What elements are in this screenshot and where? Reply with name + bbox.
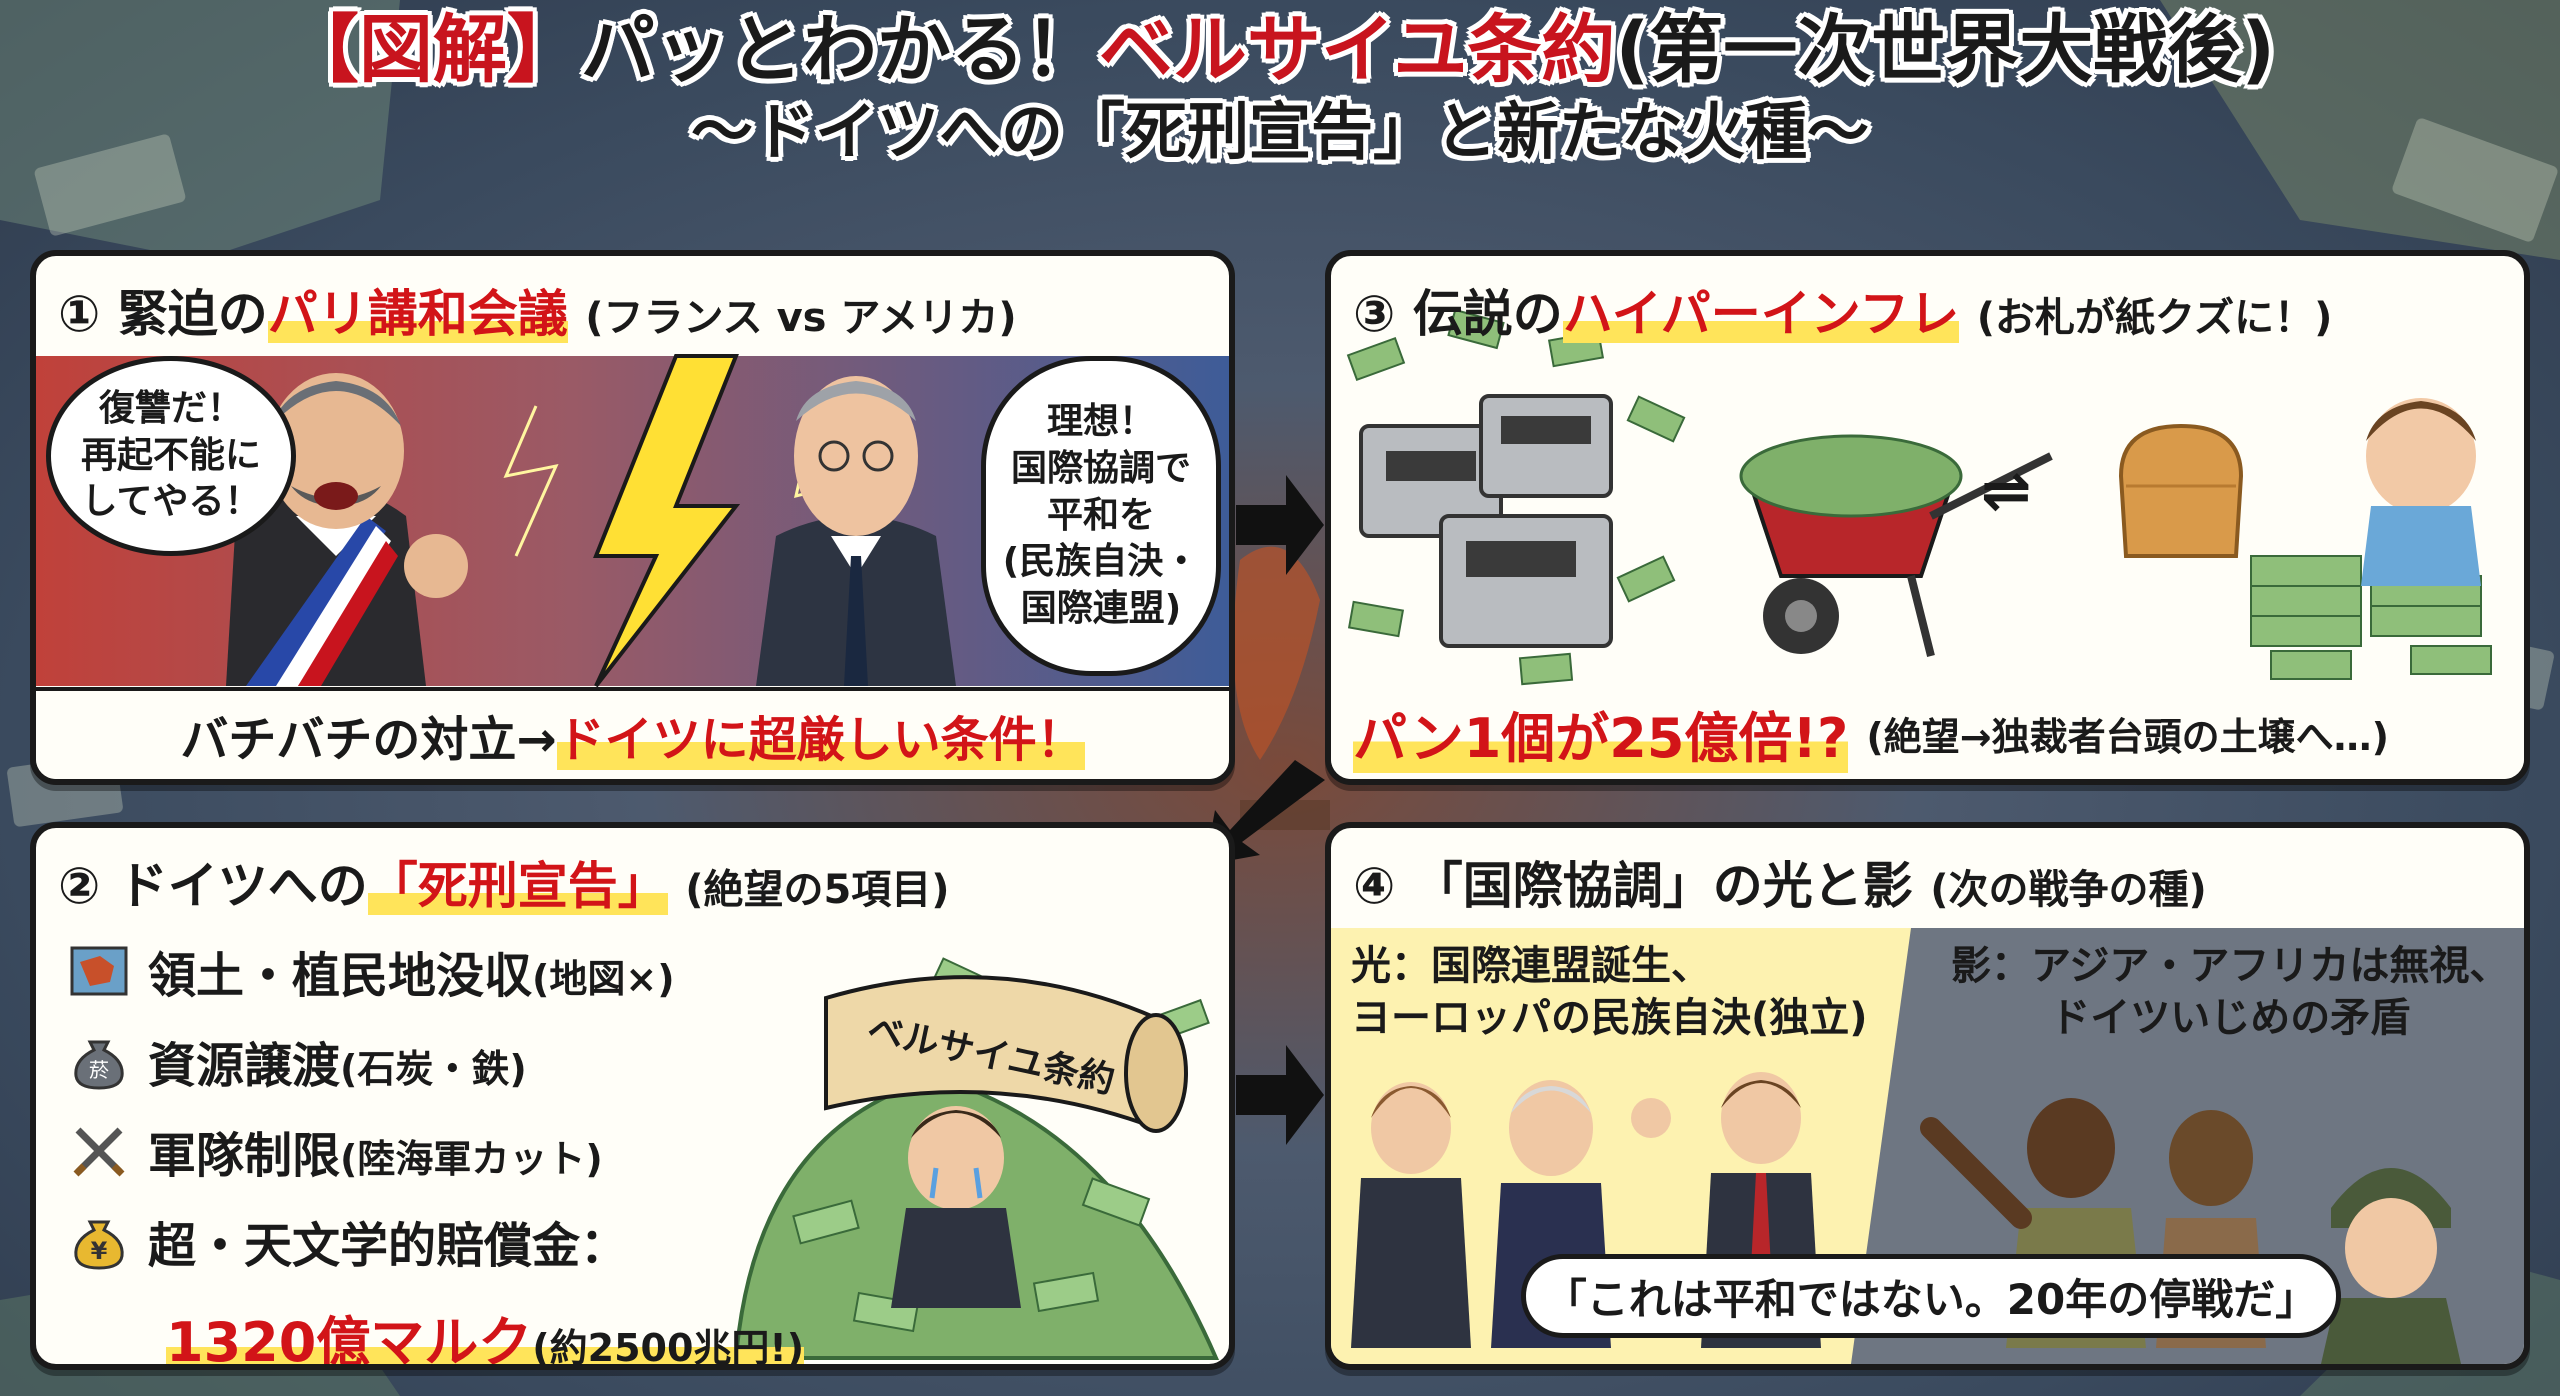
shadow-caption: 影：アジア・アフリカは無視、 ドイツいじめの矛盾 <box>1951 943 2510 1041</box>
panel4-num: ④ <box>1353 857 1396 915</box>
panel4-title-text: 「国際協調」の光と影 <box>1412 857 1913 915</box>
panel3-banner-highlight: パン1個が25億倍!? <box>1353 693 1849 773</box>
panel2-title: ② ドイツへの「死刑宣告」 (絶望の5項目) <box>58 846 950 918</box>
item-territory-label: 領土・植民地没収 <box>148 948 533 1004</box>
panel1-title: ① 緊迫のパリ講和会議 (フランス vs アメリカ) <box>58 274 1017 346</box>
panel1-highlight: パリ講和会議 <box>267 285 568 343</box>
item-military-note: (陸海軍カット) <box>340 1137 603 1181</box>
money-bag-icon: 菸 <box>68 1030 130 1092</box>
header: 【図解】パッとわかる！ベルサイユ条約(第一次世界大戦後) 〜ドイツへの「死刑宣告… <box>0 7 2560 169</box>
title-suffix: (第一次世界大戦後) <box>1615 7 2276 93</box>
speech-bubble-france: 復讐だ！ 再起不能に してやる！ <box>46 356 296 556</box>
panel4-title: ④ 「国際協調」の光と影 (次の戦争の種) <box>1353 846 2207 918</box>
list-item-military: 軍隊制限(陸海軍カット) <box>68 1116 603 1186</box>
panel1-banner: バチバチの対立→ドイツに超厳しい条件！ <box>36 687 1229 779</box>
panel2-pre: ドイツへの <box>117 857 368 915</box>
quote-bubble: 「これは平和ではない。20年の停戦だ」 <box>1521 1254 2341 1338</box>
title-main: パッとわかる！ <box>580 7 1099 93</box>
list-item-territory: 領土・植民地没収(地図×) <box>68 936 675 1006</box>
reparation-amount: 1320億マルク(約2500兆円!) <box>166 1298 805 1370</box>
panel4-note: (次の戦争の種) <box>1930 867 2207 913</box>
item-military-label: 軍隊制限 <box>148 1128 341 1184</box>
panel-light-and-shadow: ④ 「国際協調」の光と影 (次の戦争の種) 光：国際連盟誕生、 ヨーロッパの民族… <box>1325 822 2530 1370</box>
money-bag-label: 菸 <box>89 1058 109 1082</box>
title-prefix: 【図解】 <box>284 7 581 93</box>
panel-death-sentence: ② ドイツへの「死刑宣告」 (絶望の5項目) 領土・植民地没収(地図×) 菸 資… <box>30 822 1235 1370</box>
page-subtitle: 〜ドイツへの「死刑宣告」と新たな火種〜 <box>690 95 1869 169</box>
panel2-note: (絶望の5項目) <box>685 867 950 913</box>
arrow-right-icon <box>1236 475 1324 575</box>
item-reparations-label: 超・天文学的賠償金： <box>148 1218 629 1274</box>
yen-bag-label: ¥ <box>91 1237 108 1265</box>
panel3-highlight: ハイパーインフレ <box>1562 285 1960 343</box>
panel-hyperinflation: ③ 伝説のハイパーインフレ (お札が紙クズに！) ⇌ パン1個が25億倍!? (… <box>1325 250 2530 785</box>
panel3-banner: パン1個が25億倍!? (絶望→独裁者台頭の土壌へ…) <box>1331 687 2524 779</box>
panel3-num: ③ <box>1353 285 1396 343</box>
item-territory-note: (地図×) <box>532 957 675 1001</box>
exchange-icon: ⇌ <box>1981 456 2032 526</box>
title-highlight: ベルサイユ条約 <box>1098 7 1616 93</box>
panel2-highlight: 「死刑宣告」 <box>367 857 668 915</box>
panel3-pre: 伝説の <box>1412 285 1563 343</box>
panel3-title: ③ 伝説のハイパーインフレ (お札が紙クズに！) <box>1353 274 2332 346</box>
panel1-pre: 緊迫の <box>117 285 268 343</box>
panel3-banner-note: (絶望→独裁者台頭の土壌へ…) <box>1866 714 2389 759</box>
list-item-reparations: ¥ 超・天文学的賠償金： <box>68 1206 628 1276</box>
panel2-num: ② <box>58 857 101 915</box>
panel1-num: ① <box>58 285 101 343</box>
panel1-note: (フランス vs アメリカ) <box>585 295 1017 341</box>
panel-paris-peace-conference: ① 緊迫のパリ講和会議 (フランス vs アメリカ) 復讐だ！ 再起不能に して… <box>30 250 1235 785</box>
map-icon <box>68 940 130 1002</box>
panel2-illustration <box>733 957 1220 1360</box>
panel1-banner-highlight: ドイツに超厳しい条件！ <box>556 700 1085 770</box>
panel3-illustration <box>1346 308 2492 686</box>
arrow-down-left-icon <box>1205 760 1325 865</box>
reparation-note: (約2500兆円!) <box>532 1326 805 1370</box>
crossed-swords-icon <box>68 1120 130 1182</box>
panel3-note: (お札が紙クズに！) <box>1976 295 2333 341</box>
speech-bubble-usa: 理想！ 国際協調で 平和を (民族自決・ 国際連盟) <box>981 356 1221 676</box>
yen-bag-icon: ¥ <box>68 1210 130 1272</box>
list-item-resources: 菸 資源譲渡(石炭・鉄) <box>68 1026 527 1096</box>
item-resources-label: 資源譲渡 <box>148 1038 341 1094</box>
light-caption: 光：国際連盟誕生、 ヨーロッパの民族自決(独立) <box>1351 943 1868 1041</box>
reparation-amount-value: 1320億マルク <box>166 1311 533 1370</box>
page-title: 【図解】パッとわかる！ベルサイユ条約(第一次世界大戦後) <box>0 7 2560 93</box>
arrow-right-icon-2 <box>1236 1045 1324 1145</box>
item-resources-note: (石炭・鉄) <box>340 1047 527 1091</box>
panel1-banner-pre: バチバチの対立→ <box>180 712 557 768</box>
